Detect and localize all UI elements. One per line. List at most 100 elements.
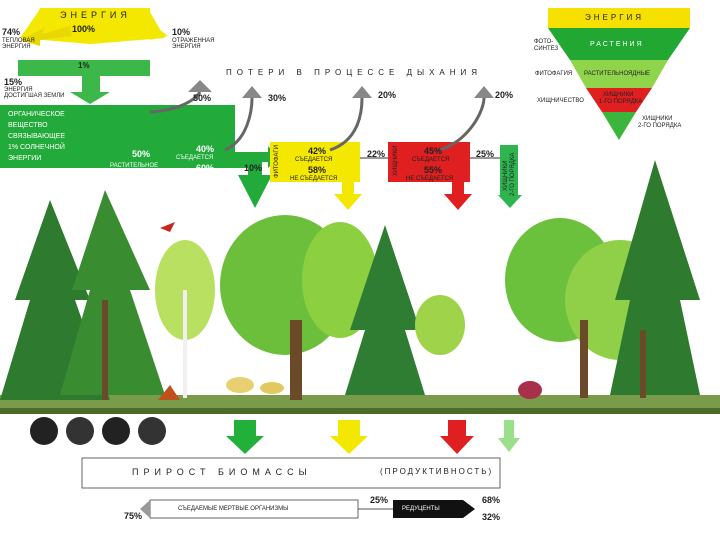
pct-68: 68% (482, 495, 501, 505)
biomass-arrow-yellow (330, 420, 368, 454)
respiration-pct-3: 20% (378, 90, 397, 100)
soil-organism-4 (138, 417, 166, 445)
biomass-box (81, 457, 501, 489)
reflected-energy-arrow (122, 24, 168, 40)
reducers-box (393, 500, 463, 518)
red-not-eaten-label: НЕ СЪЕДАЕТСЯ (406, 176, 454, 182)
green-not-eaten-label: НЕ СЪЕДАЕТСЯ (174, 175, 222, 181)
green-box-line-2: ВЕЩЕСТВО (8, 122, 48, 129)
productivity-label: (ПРОДУКТИВНОСТЬ) (380, 467, 494, 476)
reflected-label-1: ОТРАЖЕННАЯ (172, 38, 215, 44)
earth-label-1: ЭНЕРГИЯ (4, 87, 33, 93)
yellow-out-pct: 22% (367, 149, 386, 159)
respiration-arrowhead-2 (242, 86, 262, 98)
heat-label-1: ТЕПЛОВАЯ (2, 38, 35, 44)
bird (160, 222, 175, 232)
green-box-line-4: 1% СОЛНЕЧНОЙ (8, 144, 65, 151)
reflected-pct: 10% (172, 27, 191, 37)
spruce-mid (345, 225, 425, 395)
soil-organism-3 (102, 417, 130, 445)
pyramid-level-3-line-2: 1-ГО ПОРЯДКА (599, 99, 643, 105)
yellow-not-eaten-label: НЕ СЪЕДАЕТСЯ (290, 176, 338, 182)
plant-label-2: ВЕЩЕСТВО (118, 171, 152, 177)
pct-32: 32% (482, 512, 501, 522)
green-box-line-3: СВЯЗЫВАЮЩЕЕ (8, 133, 66, 140)
soil-strip (0, 408, 720, 414)
pyramid-level-4-line-2: 2-ГО ПОРЯДКА (638, 123, 682, 129)
predator-side-label: ХИЩНИКИ (393, 145, 399, 176)
earth-label-2: ДОСТИГШАЯ ЗЕМЛИ (4, 93, 65, 99)
yellow-eaten-pct: 42% (308, 146, 327, 156)
red-eaten-pct: 45% (424, 146, 443, 156)
predator-box (388, 142, 472, 210)
small-tree-mid (415, 295, 465, 355)
red-eaten-label: СЪЕДАЕТСЯ (412, 157, 450, 163)
reflected-label-2: ЭНЕРГИЯ (172, 44, 201, 50)
respiration-arrowhead-1 (188, 80, 212, 92)
downflow-1pct (18, 60, 150, 104)
green-eaten-pct: 40% (196, 144, 215, 154)
one-pct: 1% (78, 61, 90, 70)
yellow-eaten-label: СЪЕДАЕТСЯ (295, 157, 333, 163)
pyramid-level-2: РАСТИТЕЛЬНОЯДНЫЕ (584, 71, 651, 77)
plant-label-1: РАСТИТЕЛЬНОЕ (110, 163, 159, 169)
trunk-right-2 (640, 330, 646, 398)
green-eaten-label: СЪЕДАЕТСЯ (176, 155, 214, 161)
respiration-arrowhead-4 (474, 86, 494, 98)
respiration-arrow-4 (439, 97, 486, 152)
soil-organism-2 (66, 417, 94, 445)
pyramid-side-2: ФИТОФАГИЯ (535, 71, 573, 77)
phytophage-box (270, 142, 362, 210)
heat-pct: 74% (2, 27, 21, 37)
pyramid-lightgreen (570, 60, 668, 88)
heat-label-2: ЭНЕРГИЯ (2, 44, 31, 50)
oak-trunk (290, 320, 302, 400)
bear (518, 381, 542, 399)
pyramid-side-1-line-2: СИНТЕЗ (534, 46, 559, 52)
fox (158, 385, 180, 400)
pyramid-side-3: ХИЩНИЧЕСТВО (537, 98, 584, 104)
predator2-side-label-2: 2-ГО ПОРЯДКА (510, 152, 516, 196)
pine-right (610, 160, 700, 395)
yellow-not-eaten-pct: 58% (308, 165, 327, 175)
green-to-yellow-arrow (235, 146, 278, 168)
pine-tree-left-2 (60, 190, 165, 395)
birch-trunk (183, 290, 187, 398)
biomass-label: ПРИРОСТ БИОМАССЫ (132, 467, 312, 477)
green-not-eaten-pct: 60% (196, 163, 215, 173)
trunk-left (102, 300, 108, 400)
red-not-eaten-pct: 55% (424, 165, 443, 175)
biomass-arrow-red (440, 420, 474, 454)
reducers-label: РЕДУЦЕНТЫ (402, 506, 440, 512)
respiration-pct-4: 20% (495, 90, 514, 100)
soil-organism-1 (30, 417, 58, 445)
green-box-line-1: ОРГАНИЧЕСКОЕ (8, 111, 65, 118)
green-box-line-5: ЭНЕРГИИ (8, 155, 42, 162)
ten-pct: 10% (244, 163, 263, 173)
respiration-arrowhead-3 (352, 86, 372, 98)
pct-25: 25% (370, 495, 389, 505)
pyramid-level-3-line-1: ХИЩНИКИ (603, 92, 634, 98)
earth-pct: 15% (4, 77, 23, 87)
respiration-arrow-1 (149, 91, 202, 114)
pyramid-red (586, 88, 652, 112)
respiration-pct-2: 30% (268, 93, 287, 103)
organic-matter-box (0, 105, 272, 208)
respiration-title: ПОТЕРИ В ПРОЦЕССЕ ДЫХАНИЯ (226, 68, 483, 77)
respiration-pct-1: 50% (193, 93, 212, 103)
respiration-arrow-3 (329, 97, 364, 152)
biomass-arrow-green (226, 420, 264, 454)
heat-energy-arrow (20, 26, 72, 46)
plant-pct: 50% (132, 149, 151, 159)
predator2-side-label-1: ХИЩНИКИ (503, 160, 509, 191)
deer (226, 377, 254, 393)
pyramid-bottom (602, 112, 636, 140)
energy-100-pct: 100% (72, 24, 96, 34)
dead-organisms-label: СЪЕДАЕМЫЕ МЕРТВЫЕ ОРГАНИЗМЫ (178, 506, 289, 512)
pct-75: 75% (124, 511, 143, 521)
pyramid-level-1: РАСТЕНИЯ (590, 41, 644, 48)
reducers-arrow (463, 500, 475, 518)
left-arrow-75 (140, 500, 150, 518)
